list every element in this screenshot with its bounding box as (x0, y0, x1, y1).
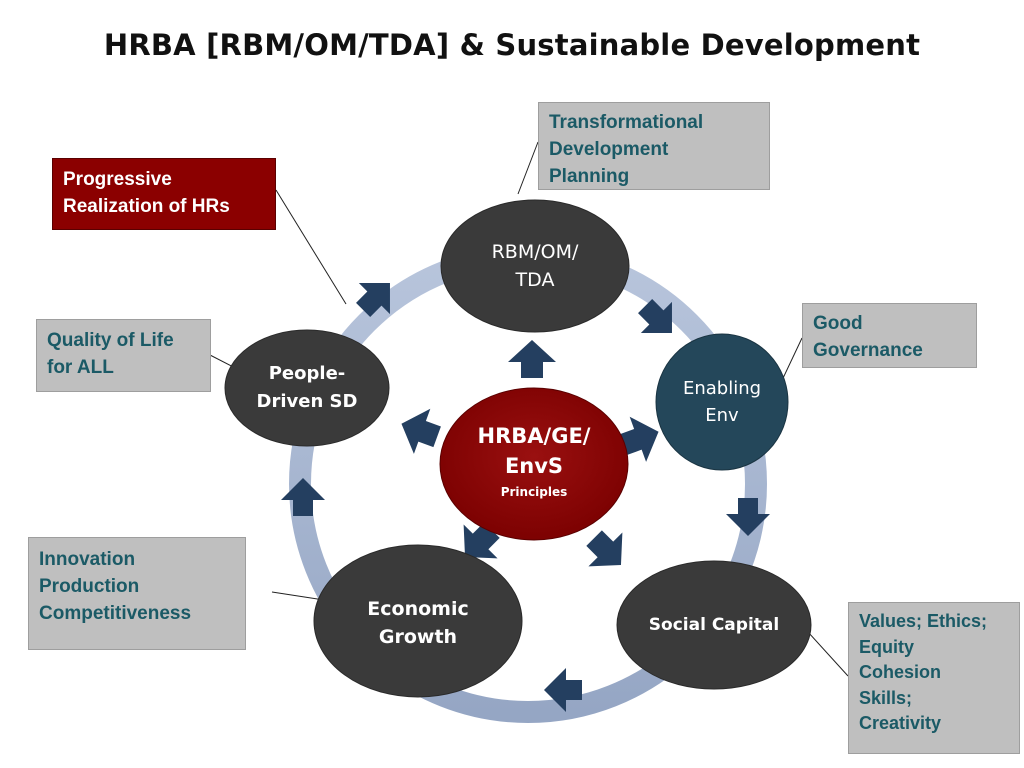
node-label-people: People- Driven SD (257, 360, 358, 416)
node-label-line: Enabling (682, 378, 762, 399)
node-people-driven-sd (224, 329, 390, 447)
callout-line: Innovation (39, 549, 136, 570)
page-title: HRBA [RBM/OM/TDA] & Sustainable Developm… (103, 28, 921, 62)
node-label-line: Growth (378, 626, 458, 648)
callout-good-governance: Good Governance (802, 303, 977, 368)
node-label-enabling: Enabling Env (683, 375, 761, 429)
node-label-line: Social Capital (648, 615, 780, 635)
arrow-center-to-rbm (508, 340, 556, 378)
arrow-people-to-rbm (356, 283, 390, 317)
callout-values-ethics: Values; Ethics; Equity Cohesion Skills; … (848, 602, 1020, 754)
callout-line: Planning (549, 166, 630, 187)
node-label-line: Driven SD (256, 391, 358, 412)
callout-line: Skills; (859, 687, 913, 708)
callout-progressive-realization: Progressive Realization of HRs (52, 158, 276, 230)
connector-line-tdp (517, 141, 539, 195)
callout-line: Production (39, 576, 140, 597)
node-label-line: Economic (367, 598, 469, 620)
node-label-line: People- (268, 363, 346, 384)
node-social-capital (616, 560, 812, 690)
node-center-hrba (439, 387, 629, 541)
callout-line: Good (813, 313, 863, 334)
node-economic-growth (313, 544, 523, 698)
arrow-center-to-people (401, 408, 441, 454)
callout-line: Governance (813, 340, 923, 361)
callout-line: for ALL (47, 357, 114, 378)
callout-line: Creativity (859, 713, 942, 733)
center-label-line: EnvS (504, 454, 564, 478)
callout-line: Competitiveness (39, 603, 192, 624)
node-label-center: HRBA/GE/ EnvS Principles (478, 421, 591, 503)
callout-line: Progressive (63, 169, 172, 190)
node-label-rbm: RBM/OM/ TDA (492, 238, 579, 294)
node-enabling-env (655, 333, 789, 471)
arrow-economic-to-people (281, 478, 325, 516)
arrow-center-to-enabling (619, 416, 659, 462)
arrow-center-to-social (586, 530, 623, 567)
callout-quality-of-life: Quality of Life for ALL (36, 319, 211, 392)
callout-line: Values; Ethics; (859, 611, 988, 631)
arrow-social-to-economic (544, 668, 582, 712)
node-label-economic: Economic Growth (367, 595, 468, 651)
callout-line: Realization of HRs (63, 196, 230, 217)
arrow-rbm-to-enabling (638, 299, 672, 333)
center-label-line: HRBA/GE/ (477, 424, 591, 448)
callout-line: Cohesion (859, 662, 942, 682)
node-label-line: RBM/OM/ (491, 241, 579, 263)
connector-line-progressive (275, 189, 347, 305)
arrow-enabling-to-social (726, 498, 770, 536)
node-rbm-om-tda (440, 199, 630, 333)
callout-line: Equity (859, 636, 915, 657)
callout-line: Development (549, 139, 669, 160)
callout-transformational-development-planning: Transformational Development Planning (538, 102, 770, 190)
callout-line: Quality of Life (47, 330, 174, 351)
callout-innovation-production-competitiveness: Innovation Production Competitiveness (28, 537, 246, 650)
node-label-line: TDA (515, 269, 555, 291)
center-subtitle: Principles (500, 485, 568, 499)
node-label-social: Social Capital (649, 612, 779, 638)
node-label-line: Env (705, 405, 739, 426)
callout-line: Transformational (549, 112, 704, 133)
